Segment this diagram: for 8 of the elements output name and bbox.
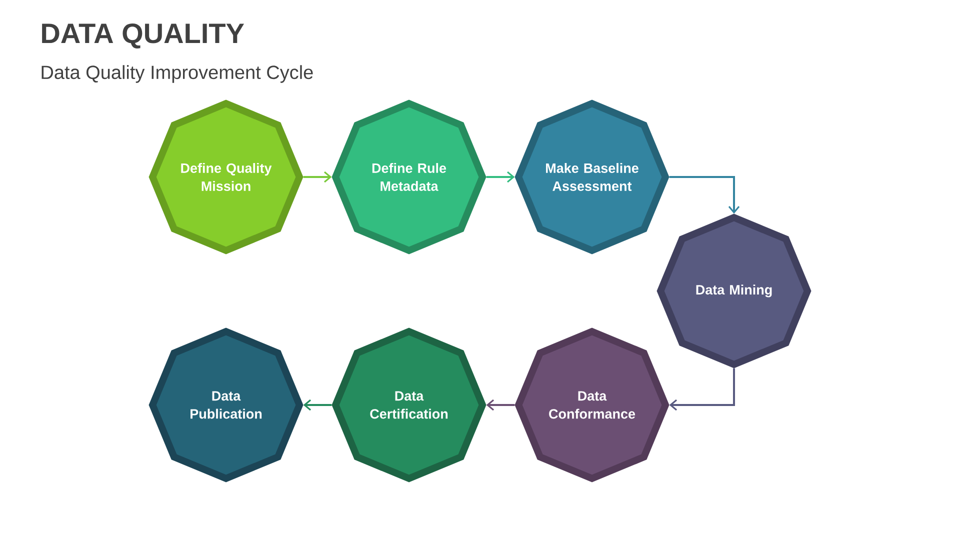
- arrow: [486, 399, 515, 411]
- arrow: [669, 368, 735, 411]
- subtitle: Data Quality Improvement Cycle: [42, 65, 313, 83]
- arrow: [486, 171, 515, 183]
- arrow: [303, 399, 332, 411]
- arrow: [669, 176, 740, 214]
- arrow: [303, 171, 332, 183]
- title: DATA QUALITY: [42, 23, 244, 49]
